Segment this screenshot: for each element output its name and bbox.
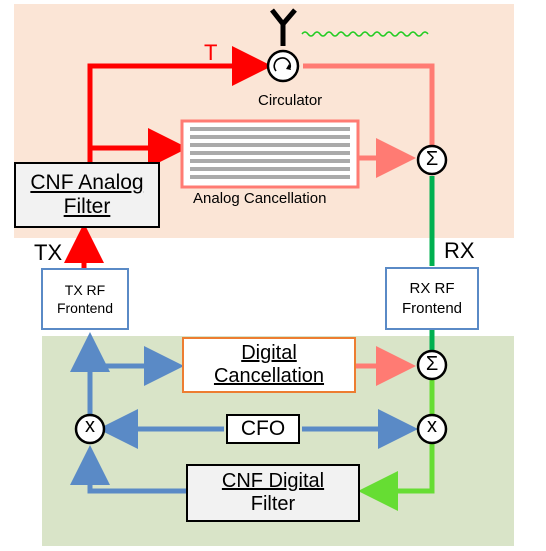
- analog-sum-symbol: Σ: [425, 148, 439, 170]
- tx-path-to-circulator: [87, 46, 272, 162]
- rx-mixer-icon: [416, 413, 448, 445]
- tx-label: TX: [34, 240, 63, 265]
- digital-cancellation-box: Digital Cancellation: [182, 337, 356, 393]
- digital-cancellation-line2: Cancellation: [213, 365, 325, 387]
- rx-mixer-symbol: x: [427, 415, 437, 437]
- cnf-digital-filter-line2: Filter: [250, 493, 296, 515]
- tx-rf-frontend-line1: TX RF: [64, 281, 106, 298]
- tx-mixer-icon: [74, 413, 106, 445]
- circulator-to-rx-path: [303, 63, 435, 148]
- rx-rf-frontend-line1: RX RF: [409, 280, 455, 297]
- circulator-icon: [266, 49, 300, 83]
- tx-signal-label: T: [204, 40, 218, 65]
- cnf-analog-filter-line2: Filter: [63, 195, 111, 218]
- cfo-box: CFO: [226, 414, 300, 444]
- digital-cancellation-line1: Digital: [241, 342, 297, 364]
- analog-cancellation-block: [180, 119, 360, 189]
- rx-label: RX: [444, 238, 475, 263]
- cfo-label: CFO: [240, 417, 286, 440]
- cnf-digital-filter-box: CNF Digital Filter: [186, 464, 360, 522]
- cnf-digital-filter-line1: CNF Digital: [221, 470, 325, 492]
- cnf-analog-filter-line1: CNF Analog: [30, 170, 144, 194]
- rx-rf-frontend-box: RX RF Frontend: [385, 267, 479, 330]
- digital-sum-symbol: Σ: [425, 353, 439, 375]
- tx-mixer-symbol: x: [85, 415, 95, 437]
- rx-rf-frontend-line2: Frontend: [401, 299, 463, 317]
- wireless-signal-wave: [301, 31, 429, 37]
- tx-rf-frontend-line2: Frontend: [56, 300, 114, 316]
- cnf-digital-to-tx-mixer: [70, 445, 186, 494]
- antenna-icon: [270, 8, 297, 46]
- circulator-label: Circulator: [258, 92, 323, 109]
- mixer-to-cnf-digital-filter: [358, 444, 435, 511]
- digital-sum-icon: [416, 349, 448, 381]
- analog-sum-icon: [416, 144, 448, 176]
- tx-rf-frontend-box: TX RF Frontend: [41, 268, 129, 330]
- analog-cancellation-label: Analog Cancellation: [193, 190, 327, 207]
- cnf-analog-filter-box: CNF Analog Filter: [14, 162, 160, 228]
